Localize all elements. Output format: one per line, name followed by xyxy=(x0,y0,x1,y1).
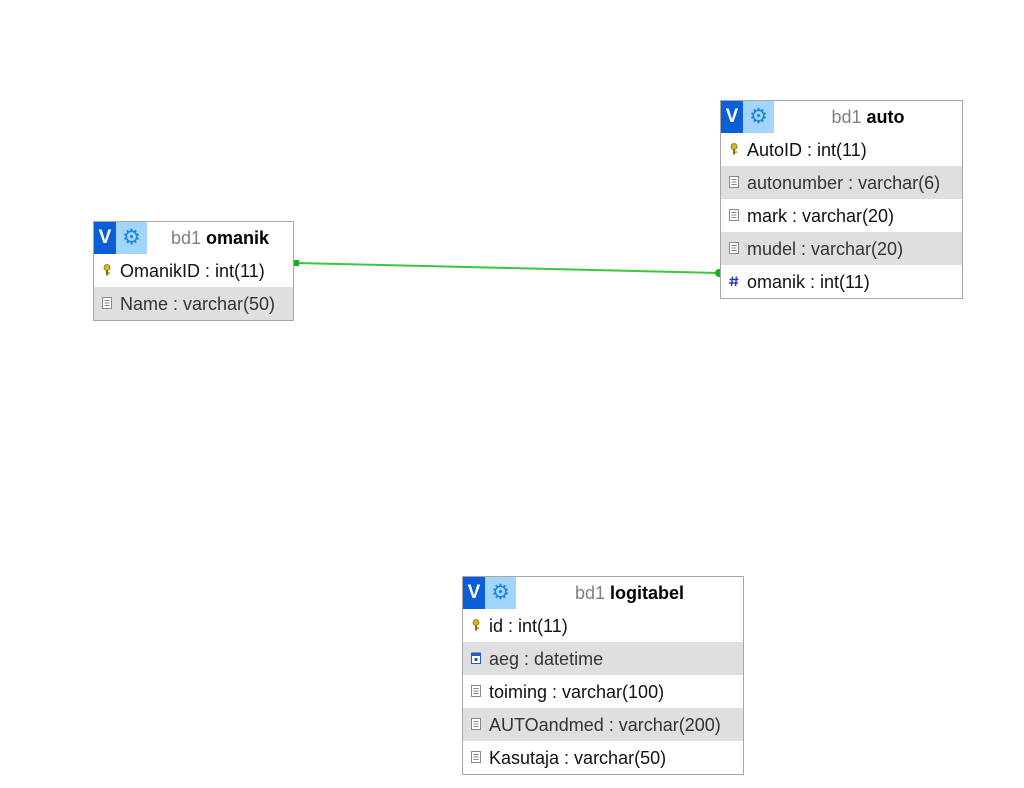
column-label: id : int(11) xyxy=(489,615,568,636)
text-column-icon xyxy=(471,685,481,698)
text-column-icon xyxy=(729,209,739,222)
gear-icon[interactable]: ⚙ xyxy=(485,577,516,609)
column-row[interactable]: AUTOandmed : varchar(200) xyxy=(463,708,743,741)
column-label: Name : varchar(50) xyxy=(120,293,276,314)
table-header[interactable]: V ⚙ bd1 logitabel xyxy=(463,577,743,609)
toggle-columns-button[interactable]: V xyxy=(94,222,116,254)
table-header[interactable]: V ⚙ bd1 omanik xyxy=(94,222,293,254)
gear-icon[interactable]: ⚙ xyxy=(743,101,774,133)
database-name: bd1 xyxy=(831,107,862,127)
column-row[interactable]: OmanikID : int(11) xyxy=(94,254,293,287)
table-auto[interactable]: V ⚙ bd1 auto AutoID : int(11) xyxy=(720,100,963,299)
key-icon xyxy=(471,619,481,631)
key-icon xyxy=(102,264,112,276)
toggle-columns-button[interactable]: V xyxy=(463,577,485,609)
relation-line-omanik-auto[interactable] xyxy=(295,262,720,274)
column-row[interactable]: toiming : varchar(100) xyxy=(463,675,743,708)
column-row[interactable]: aeg : datetime xyxy=(463,642,743,675)
table-title[interactable]: bd1 omanik xyxy=(147,222,293,254)
table-name: logitabel xyxy=(610,583,685,603)
column-label: aeg : datetime xyxy=(489,648,604,669)
gear-icon[interactable]: ⚙ xyxy=(116,222,147,254)
column-row[interactable]: autonumber : varchar(6) xyxy=(721,166,962,199)
text-column-icon xyxy=(471,751,481,764)
column-row[interactable]: omanik : int(11) xyxy=(721,265,962,298)
database-name: bd1 xyxy=(170,228,201,248)
numeric-column-icon xyxy=(729,275,739,287)
table-title[interactable]: bd1 logitabel xyxy=(516,577,743,609)
column-row[interactable]: id : int(11) xyxy=(463,609,743,642)
column-label: AUTOandmed : varchar(200) xyxy=(489,714,721,735)
text-column-icon xyxy=(729,242,739,255)
column-label: mudel : varchar(20) xyxy=(747,238,904,259)
column-row[interactable]: mudel : varchar(20) xyxy=(721,232,962,265)
table-name: omanik xyxy=(206,228,270,248)
column-label: Kasutaja : varchar(50) xyxy=(489,747,667,768)
text-column-icon xyxy=(729,176,739,189)
text-column-icon xyxy=(471,718,481,731)
toggle-columns-button[interactable]: V xyxy=(721,101,743,133)
column-label: toiming : varchar(100) xyxy=(489,681,665,702)
table-title[interactable]: bd1 auto xyxy=(774,101,962,133)
column-row[interactable]: Kasutaja : varchar(50) xyxy=(463,741,743,774)
table-header[interactable]: V ⚙ bd1 auto xyxy=(721,101,962,133)
datetime-column-icon xyxy=(471,652,481,665)
column-row[interactable]: AutoID : int(11) xyxy=(721,133,962,166)
column-label: omanik : int(11) xyxy=(747,271,870,292)
column-row[interactable]: mark : varchar(20) xyxy=(721,199,962,232)
table-logitabel[interactable]: V ⚙ bd1 logitabel id : int(11) xyxy=(462,576,744,775)
column-label: AutoID : int(11) xyxy=(747,139,867,160)
table-omanik[interactable]: V ⚙ bd1 omanik OmanikID : int(11) xyxy=(93,221,294,321)
column-label: OmanikID : int(11) xyxy=(120,260,265,281)
column-label: mark : varchar(20) xyxy=(747,205,895,226)
column-label: autonumber : varchar(6) xyxy=(747,172,941,193)
database-name: bd1 xyxy=(574,583,605,603)
key-icon xyxy=(729,143,739,155)
text-column-icon xyxy=(102,297,112,310)
table-name: auto xyxy=(866,107,905,127)
column-row[interactable]: Name : varchar(50) xyxy=(94,287,293,320)
